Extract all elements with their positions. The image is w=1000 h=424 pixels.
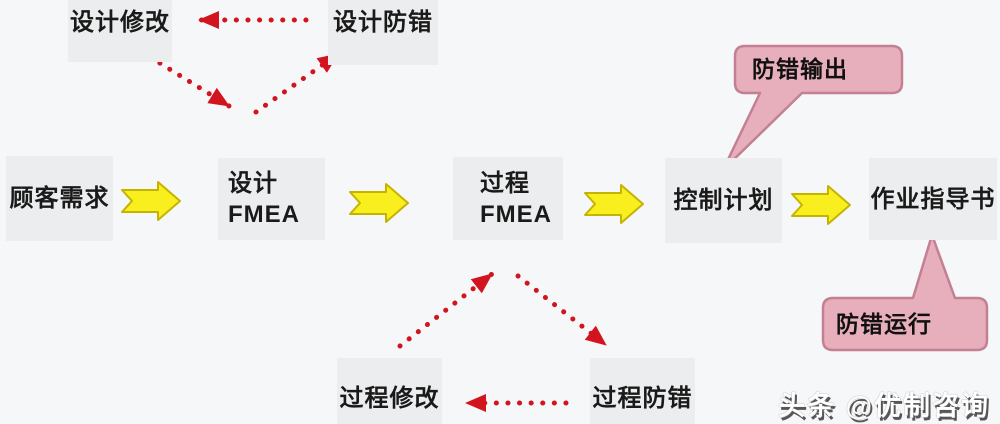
- node-process-errorproof-label: 过程防错: [592, 384, 693, 412]
- node-customer-requirements-label: 顾客需求: [9, 185, 110, 212]
- node-process-fmea: 过程 FMEA: [453, 157, 563, 240]
- node-design-fmea: 设计 FMEA: [218, 158, 325, 240]
- dotted-arrow-process-fmea-to-process-errorproof: [515, 273, 609, 348]
- node-control-plan: 控制计划: [665, 158, 782, 243]
- node-process-change-label: 过程修改: [339, 384, 440, 412]
- node-process-change: 过程修改: [337, 358, 442, 424]
- callout-errorproof-output-label: 防错输出: [752, 56, 848, 82]
- arrow-customer-to-design-fmea: [121, 181, 181, 221]
- arrow-control-plan-to-work-instruction: [791, 185, 851, 225]
- node-design-fmea-label: 设计 FMEA: [228, 170, 300, 228]
- callout-errorproof-run-label: 防错运行: [836, 311, 932, 337]
- node-design-change: 设计修改: [68, 0, 172, 62]
- watermark-toutiao-youzhi: 头条 @优制咨询: [778, 391, 990, 421]
- node-process-fmea-label: 过程 FMEA: [480, 169, 552, 228]
- node-customer-requirements: 顾客需求: [6, 156, 113, 241]
- arrow-design-fmea-to-process-fmea: [349, 183, 409, 223]
- node-design-errorproof: 设计防错: [328, 0, 438, 65]
- node-design-change-label: 设计修改: [70, 9, 170, 36]
- node-work-instruction-label: 作业指导书: [870, 185, 996, 213]
- node-design-errorproof-label: 设计防错: [333, 9, 433, 36]
- node-process-errorproof: 过程防错: [590, 358, 695, 424]
- node-work-instruction: 作业指导书: [869, 158, 997, 240]
- node-control-plan-label: 控制计划: [673, 187, 774, 214]
- dotted-arrow-design-fmea-to-design-errorproof: [253, 51, 341, 115]
- dotted-arrow-process-change-to-process-fmea: [397, 271, 495, 349]
- arrow-process-fmea-to-control-plan: [584, 184, 644, 224]
- dotted-arrow-design-change-to-design-fmea: [147, 54, 232, 109]
